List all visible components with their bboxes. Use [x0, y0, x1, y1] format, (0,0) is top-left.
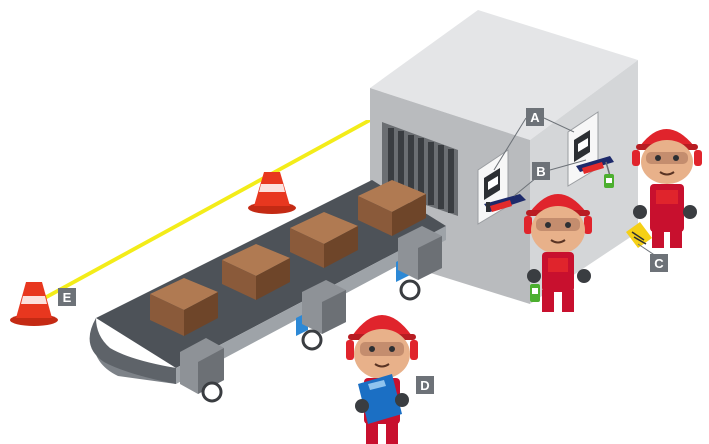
cone-front: [10, 282, 58, 326]
callout-c-label: C: [654, 256, 664, 271]
cone-middle: [248, 172, 296, 214]
callout-b: B: [532, 162, 550, 180]
callout-e-label: E: [63, 290, 72, 305]
callout-e: E: [58, 288, 76, 306]
callout-d: D: [416, 376, 434, 394]
worker-front: [346, 315, 418, 444]
callout-a: A: [526, 108, 544, 126]
conveyor-support-back: [396, 226, 442, 299]
callout-c: C: [650, 254, 668, 272]
callout-a-label: A: [530, 110, 540, 125]
callout-b-label: B: [536, 164, 545, 179]
green-lock: [530, 284, 540, 302]
callout-d-label: D: [420, 378, 429, 393]
